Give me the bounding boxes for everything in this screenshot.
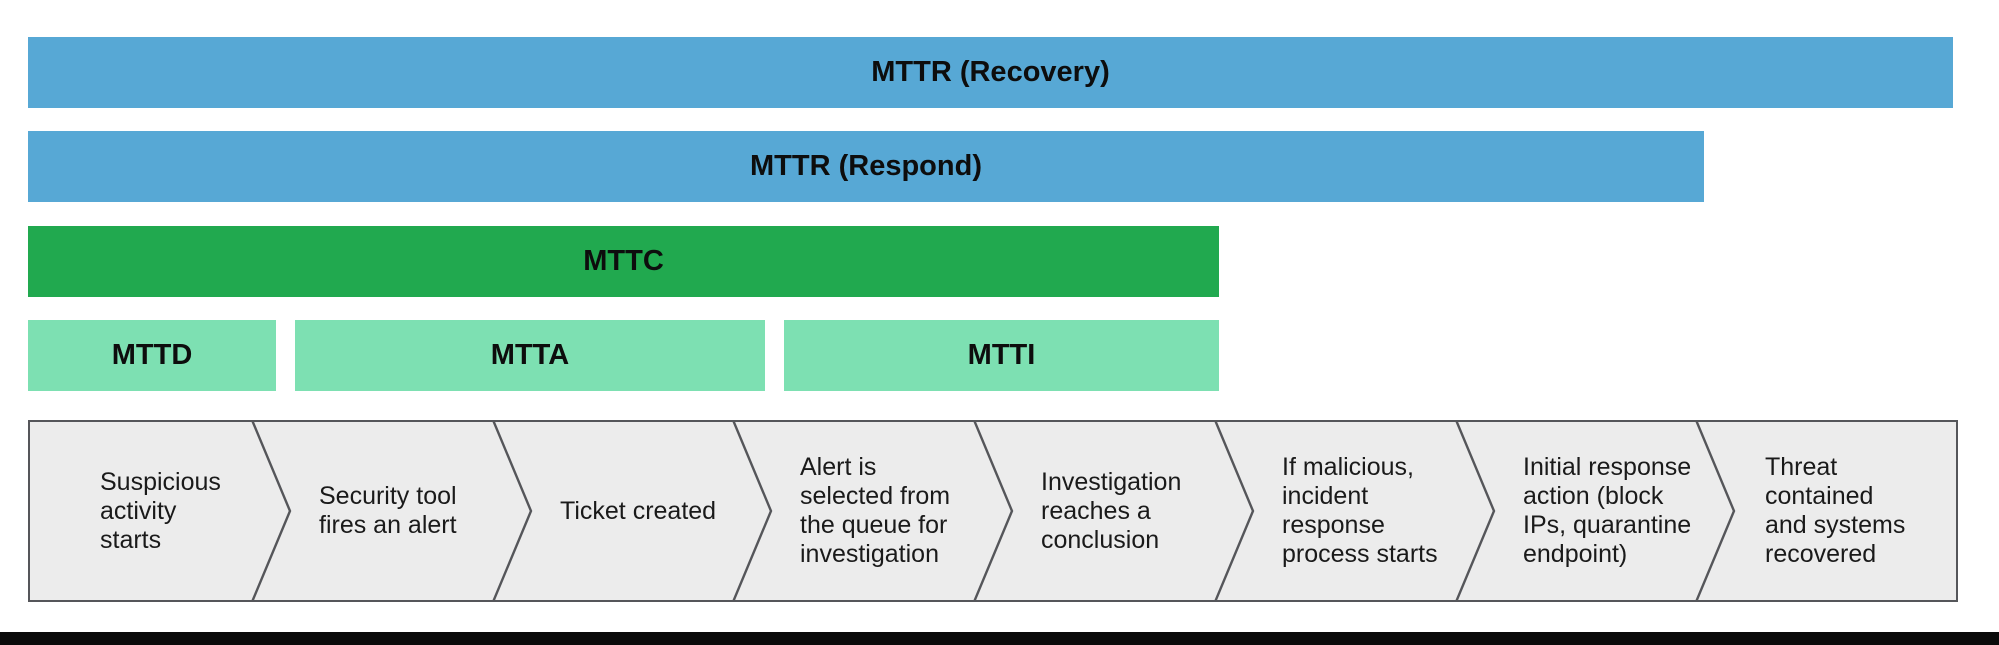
- process-step-text: Security tool fires an alert: [319, 482, 457, 539]
- bar-label-mttd: MTTD: [111, 339, 193, 371]
- chevron-divider-lines: [251, 422, 1736, 600]
- process-flow-band: Suspicious activity starts Security tool…: [28, 420, 1958, 602]
- bar-label-mtta: MTTA: [490, 339, 570, 371]
- process-step-text: Suspicious activity starts: [100, 467, 221, 554]
- process-step-initial-response-action: Initial response action (block IPs, quar…: [1523, 422, 1713, 600]
- process-step-text: Threat contained and systems recovered: [1765, 453, 1906, 568]
- process-step-incident-response-starts: If malicious, incident response process …: [1282, 422, 1472, 600]
- bar-mttc: MTTC: [28, 226, 1219, 297]
- bar-mtta: MTTA: [295, 320, 765, 391]
- bar-label-mtti: MTTI: [967, 339, 1036, 371]
- process-step-investigation-conclusion: Investigation reaches a conclusion: [1041, 422, 1231, 600]
- process-step-text: Alert is selected from the queue for inv…: [800, 453, 951, 568]
- process-step-text: Ticket created: [560, 496, 717, 525]
- bar-label-mttr-respond: MTTR (Respond): [750, 150, 982, 182]
- bar-mttr-recovery: MTTR (Recovery): [28, 37, 1953, 108]
- bar-mttd: MTTD: [28, 320, 276, 391]
- bottom-divider-bar: [0, 632, 1999, 645]
- bar-mttr-respond: MTTR (Respond): [28, 131, 1704, 202]
- process-step-text: If malicious, incident response process …: [1282, 453, 1438, 568]
- bar-label-mttc: MTTC: [583, 245, 664, 277]
- bar-mtti: MTTI: [784, 320, 1219, 391]
- process-step-suspicious-activity: Suspicious activity starts: [100, 422, 250, 600]
- process-step-alert-selected: Alert is selected from the queue for inv…: [800, 422, 990, 600]
- process-step-security-tool-alert: Security tool fires an alert: [319, 422, 509, 600]
- bar-label-mttr-recovery: MTTR (Recovery): [871, 56, 1110, 88]
- process-step-ticket-created: Ticket created: [560, 422, 750, 600]
- process-step-threat-contained: Threat contained and systems recovered: [1765, 422, 1950, 600]
- process-step-text: Initial response action (block IPs, quar…: [1523, 453, 1692, 568]
- process-step-text: Investigation reaches a conclusion: [1041, 467, 1182, 554]
